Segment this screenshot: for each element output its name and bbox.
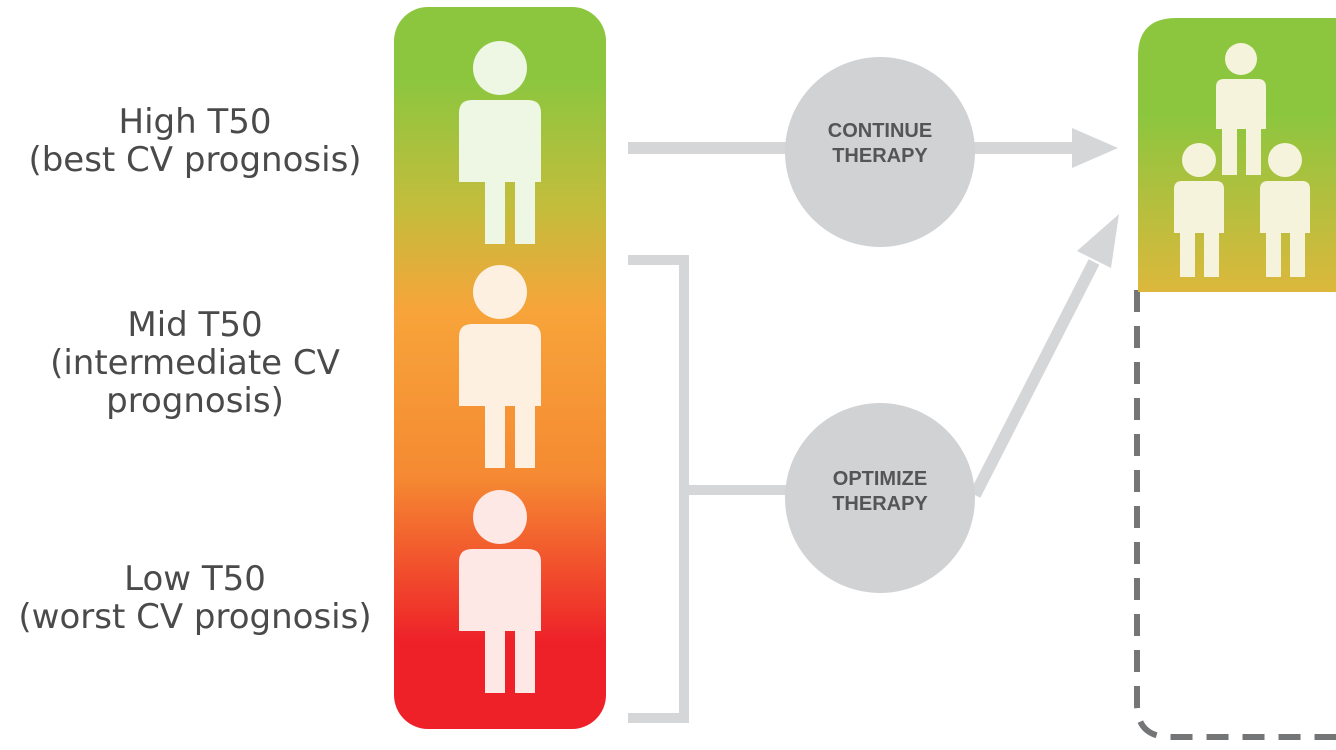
optimize-therapy-circle (785, 403, 975, 593)
person-icon (459, 265, 541, 468)
continue-line1: CONTINUE (827, 120, 933, 142)
mid-t50-subtitle-line2: prognosis) (106, 381, 284, 421)
optimize-arrow (969, 214, 1119, 498)
person-icon (459, 490, 541, 693)
outcome-dashed-outline (1134, 290, 1336, 740)
high-t50-label: High T50 (best CV prognosis) (10, 103, 380, 179)
mid-low-bracket (628, 255, 800, 723)
optimize-therapy-text: OPTIMIZE THERAPY (785, 467, 975, 517)
mid-t50-label: Mid T50 (intermediate CV prognosis) (10, 306, 380, 420)
person-icon (459, 41, 541, 244)
low-t50-title: Low T50 (124, 559, 266, 599)
person-group-icon (1174, 43, 1310, 277)
optimize-line1: OPTIMIZE (832, 468, 928, 490)
low-t50-label: Low T50 (worst CV prognosis) (10, 560, 380, 636)
high-t50-title: High T50 (118, 102, 272, 142)
optimize-line2: THERAPY (832, 493, 928, 515)
mid-t50-subtitle-line1: (intermediate CV (50, 343, 340, 383)
high-t50-subtitle: (best CV prognosis) (28, 140, 362, 180)
continue-therapy-circle (785, 57, 975, 247)
continue-line2: THERAPY (832, 145, 928, 167)
low-t50-subtitle: (worst CV prognosis) (18, 597, 372, 637)
mid-t50-title: Mid T50 (127, 305, 263, 345)
continue-therapy-text: CONTINUE THERAPY (785, 119, 975, 169)
